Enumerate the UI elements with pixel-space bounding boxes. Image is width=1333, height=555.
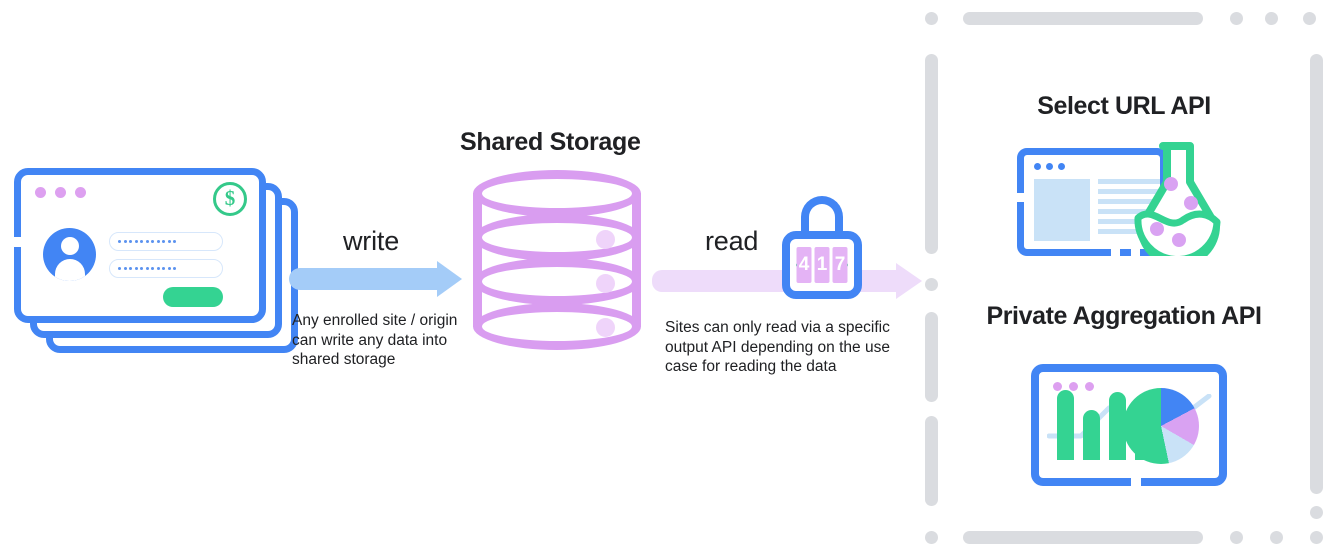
panel-border-dot [1230,531,1243,544]
submit-button [163,287,223,307]
select-url-api-title: Select URL API [1037,92,1211,120]
combination-lock-icon: 4 1 7 [782,196,862,299]
read-caption: Sites can only read via a specific outpu… [665,319,890,375]
panel-border-dot [925,278,938,291]
read-arrow-shaft [652,270,902,292]
write-arrow-shaft [289,268,442,290]
storage-record-dot [596,230,615,249]
write-caption: Any enrolled site / origin can write any… [292,312,458,368]
lock-dial-2: 1 [814,247,830,283]
bar [1057,390,1074,460]
storage-record-dot [596,318,615,337]
bar [1083,410,1100,460]
panel-border-dash [963,12,1203,25]
panel-border-dash [925,312,938,402]
shared-storage-title: Shared Storage [460,128,641,156]
pie-chart [1123,388,1199,464]
panel-border-dot [925,12,938,25]
card-edge-notch [12,237,23,247]
panel-border-dot [1310,531,1323,544]
password-field [109,259,223,278]
window-dots [1053,382,1094,391]
lock-dial-1: 4 [796,247,812,283]
enrolled-sites-card-stack: $ [12,168,304,363]
content-lines [1098,179,1160,239]
avatar-icon [43,228,96,281]
bar [1109,392,1126,460]
panel-border-dot [1310,506,1323,519]
read-label: read [705,226,759,256]
panel-border-dot [925,531,938,544]
panel-border-dash [925,416,938,506]
window-dots [1034,163,1065,170]
flask-icon [1134,142,1221,256]
panel-border-dot [1230,12,1243,25]
dollar-icon: $ [213,182,247,216]
read-arrow-head [896,263,922,299]
panel-border-dot [1270,531,1283,544]
lock-dial-3: 7 [832,247,848,283]
shared-storage-cylinder [473,170,641,350]
panel-border-dash [1310,54,1323,494]
write-arrow-head [437,261,462,297]
storage-record-dot [596,274,615,293]
panel-border-dash [925,54,938,254]
select-url-api-illustration [1016,140,1232,257]
window-dots [35,187,86,198]
panel-border-dot [1303,12,1316,25]
panel-border-dot [1265,12,1278,25]
private-aggregation-api-illustration [1031,364,1227,494]
private-aggregation-api-title: Private Aggregation API [986,302,1262,330]
write-label: write [343,226,400,256]
username-field [109,232,223,251]
analytics-window [1031,364,1227,487]
site-card-front: $ [12,168,266,323]
output-apis-panel: Select URL API [925,12,1323,544]
panel-border-dash [963,531,1203,544]
content-block [1034,179,1090,241]
